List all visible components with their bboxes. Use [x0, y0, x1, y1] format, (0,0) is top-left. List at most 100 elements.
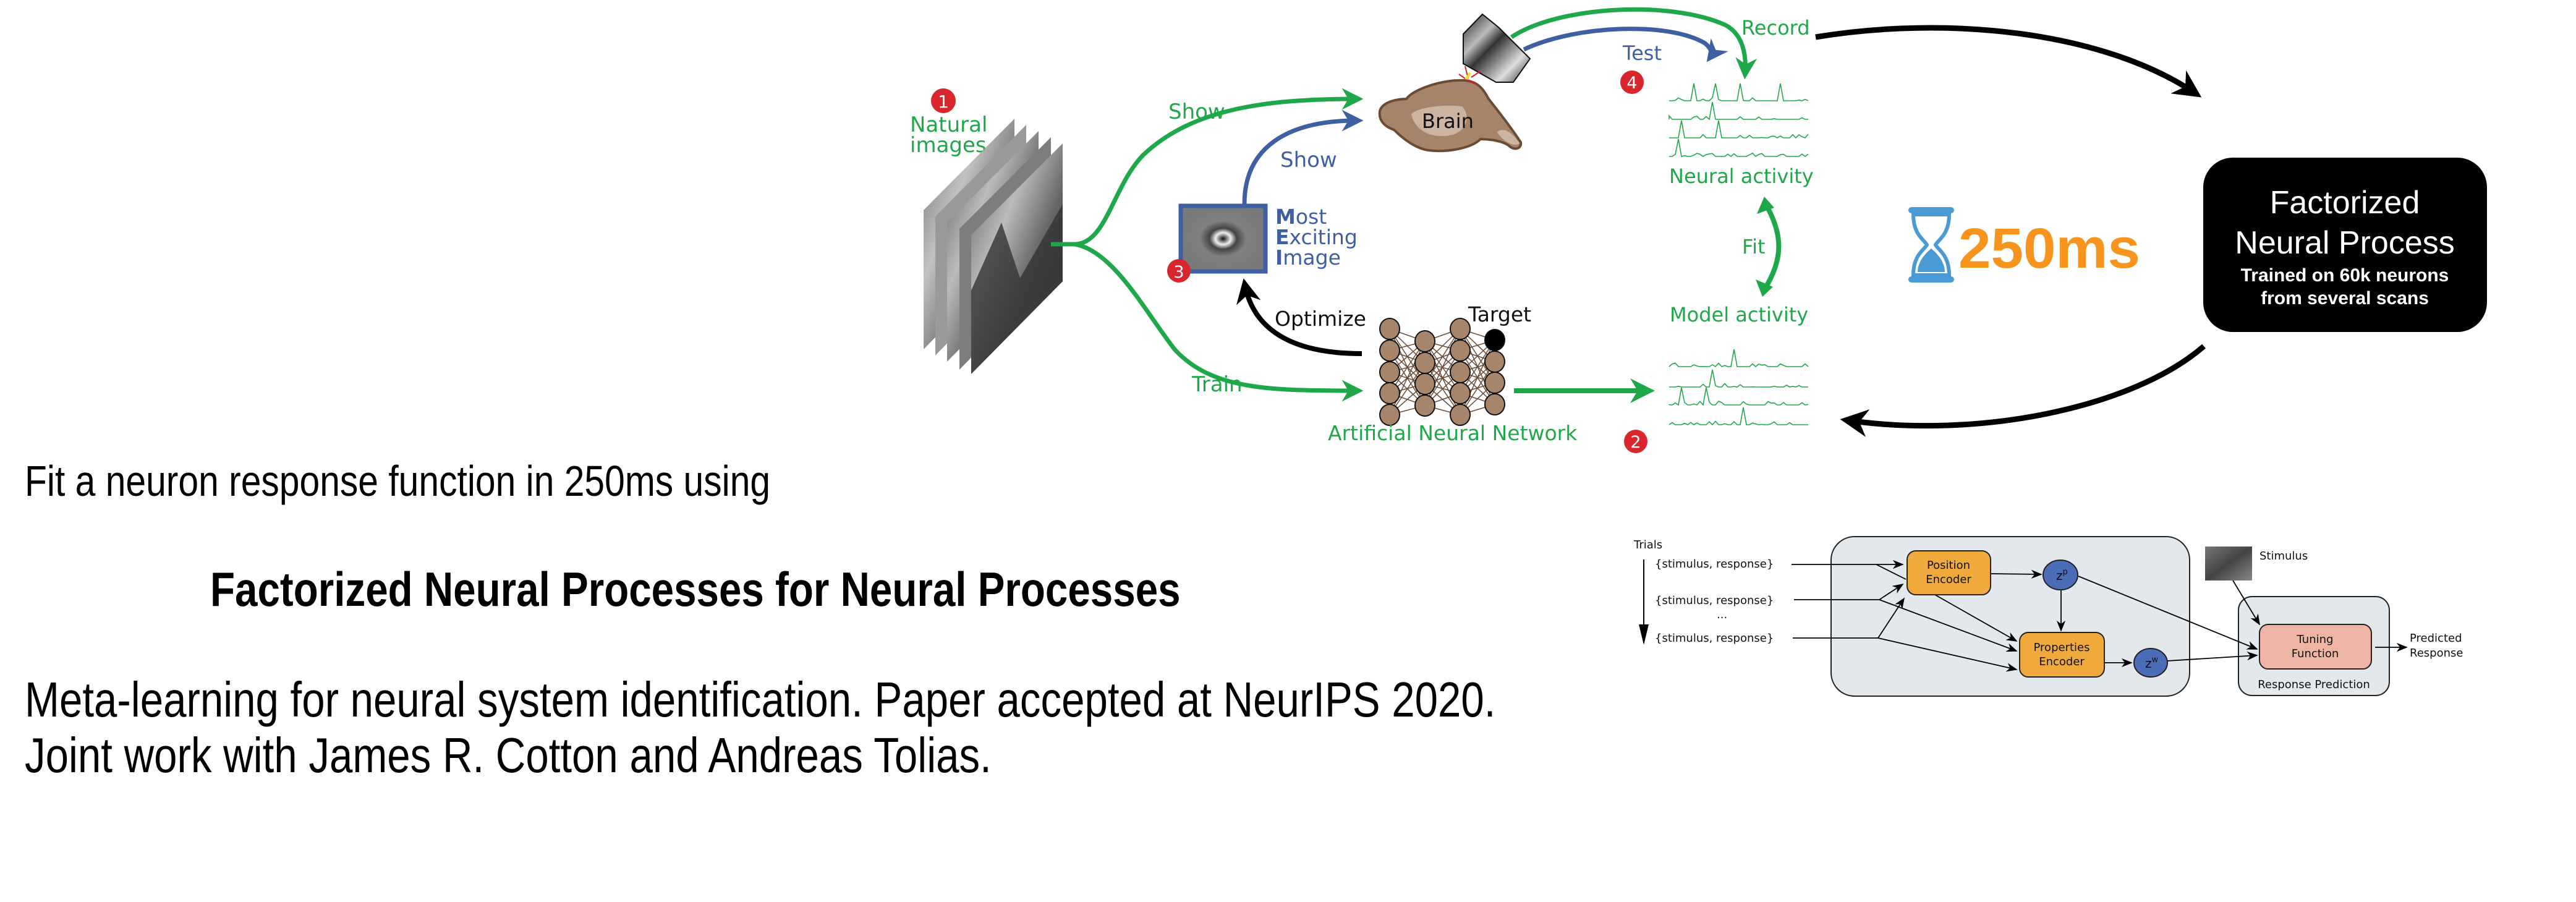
badge-4: 4 — [1620, 70, 1644, 94]
fnp-subtitle-2: from several scans — [2261, 288, 2429, 308]
neural-activity-traces — [1668, 83, 1809, 158]
paper-title: Factorized Neural Processes for Neural P… — [210, 562, 1181, 616]
ann-label: Artificial Neural Network — [1328, 421, 1578, 445]
show-green-arrow — [1051, 88, 1364, 247]
tuning-function-label-1: Tuning — [2297, 633, 2334, 646]
activity-trace — [1669, 83, 1809, 101]
trials-arrow-head — [1639, 624, 1649, 645]
activity-trace — [1668, 407, 1808, 426]
encoder-panel — [1830, 536, 2190, 697]
ann-node — [1379, 339, 1400, 362]
position-encoder-label-2: Encoder — [1926, 573, 1971, 586]
hourglass-icon — [1908, 207, 1954, 283]
model-activity-traces — [1668, 349, 1809, 426]
timing-value: 250ms — [1958, 217, 2140, 280]
activity-trace — [1668, 101, 1808, 121]
show-green-label: Show — [1168, 100, 1225, 124]
fnp-title-2: Neural Process — [2235, 225, 2454, 261]
ann-node — [1414, 352, 1435, 374]
svg-text:2: 2 — [1630, 433, 1641, 452]
show-blue-label: Show — [1280, 148, 1337, 172]
activity-trace — [1668, 349, 1809, 368]
trial-row-1: {stimulus, response} — [1655, 558, 1774, 571]
model-activity-label: Model activity — [1670, 303, 1808, 326]
latent-zw-label: zw — [2145, 655, 2159, 671]
latent-zp — [2043, 559, 2078, 590]
trial-row-3: {stimulus, response} — [1655, 632, 1774, 645]
architecture-diagram: Trials {stimulus, response} {stimulus, r… — [1633, 536, 2463, 697]
trials-label: Trials — [1633, 538, 1662, 551]
stimulus-image — [2205, 547, 2252, 581]
ann-node — [1450, 404, 1471, 426]
meta-authors: Joint work with James R. Cotton and Andr… — [25, 728, 992, 783]
meta-description: Meta-learning for neural system identifi… — [25, 672, 1496, 727]
ann-node — [1484, 351, 1505, 373]
ann-node — [1379, 361, 1400, 383]
badge-1: 1 — [931, 88, 956, 113]
neural-activity-label: Neural activity — [1669, 164, 1814, 188]
input-connectors — [1792, 559, 2408, 672]
ann-node — [1450, 318, 1471, 340]
pipeline-figure: 1 Natural images Show Train Show 3 Most … — [910, 7, 1814, 453]
test-arrow — [1523, 27, 1728, 62]
tuning-function — [2259, 624, 2372, 670]
fnp-title-1: Factorized — [2270, 185, 2420, 221]
target-label: Target — [1468, 302, 1531, 326]
ann-node — [1450, 339, 1471, 362]
mei-label-2: Exciting — [1275, 225, 1358, 249]
activity-trace — [1668, 387, 1809, 406]
natural-images-label-1: Natural — [910, 113, 987, 137]
trial-row-2: {stimulus, response} — [1655, 594, 1774, 607]
properties-encoder — [2019, 632, 2105, 678]
ann-target-node — [1484, 329, 1505, 351]
brain-label: Brain — [1422, 109, 1474, 133]
ann-node — [1450, 382, 1471, 404]
ann-node — [1414, 373, 1435, 395]
mei-label-3: Image — [1275, 245, 1341, 270]
activity-trace — [1669, 369, 1808, 388]
predicted-response-label-1: Predicted — [2410, 632, 2462, 645]
artificial-neural-network — [1379, 318, 1505, 426]
train-arrow — [1074, 242, 1364, 402]
trial-ellipsis: ... — [1717, 608, 1727, 621]
ann-node — [1484, 372, 1505, 394]
properties-encoder-label-1: Properties — [2034, 641, 2090, 654]
fnp-box: Factorized Neural Process Trained on 60k… — [2203, 158, 2487, 332]
tuning-function-label-2: Function — [2292, 647, 2339, 660]
ann-node — [1484, 393, 1505, 415]
latent-zp-label: zp — [2056, 568, 2068, 583]
activity-trace — [1669, 120, 1809, 139]
microscope-icon — [1458, 13, 1531, 85]
fnp-subtitle-1: Trained on 60k neurons — [2241, 265, 2449, 286]
record-label: Record — [1741, 16, 1810, 40]
response-prediction-label: Response Prediction — [2258, 678, 2370, 691]
predicted-response-label-2: Response — [2410, 647, 2463, 660]
svg-text:3: 3 — [1173, 263, 1184, 282]
optimize-arrow — [1236, 278, 1362, 356]
fit-arrow — [1761, 202, 1782, 292]
brain-icon: Brain — [1378, 79, 1523, 153]
fit-arrow-head-top — [1757, 197, 1774, 214]
ann-node — [1379, 404, 1400, 426]
position-encoder-label-1: Position — [1927, 559, 1970, 572]
ann-node — [1414, 330, 1435, 352]
lead-text: Fit a neuron response function in 250ms … — [25, 457, 771, 505]
ann-node — [1379, 382, 1400, 404]
optimize-label: Optimize — [1275, 307, 1366, 331]
activity-trace — [1669, 138, 1809, 158]
show-blue-arrow — [1242, 109, 1364, 205]
mei-label-1: Most — [1275, 205, 1327, 229]
ann-connection — [1389, 341, 1426, 415]
loop-arrow-top — [1815, 25, 2202, 98]
natural-images-label-2: images — [910, 133, 987, 158]
position-encoder — [1906, 550, 1991, 595]
most-exciting-image — [1178, 203, 1268, 274]
properties-encoder-label-2: Encoder — [2039, 655, 2085, 668]
badge-2: 2 — [1624, 430, 1647, 453]
latent-zw — [2133, 648, 2168, 678]
train-label: Train — [1191, 372, 1243, 397]
ann-node — [1379, 318, 1400, 340]
badge-3: 3 — [1167, 259, 1191, 283]
svg-text:4: 4 — [1626, 74, 1637, 93]
